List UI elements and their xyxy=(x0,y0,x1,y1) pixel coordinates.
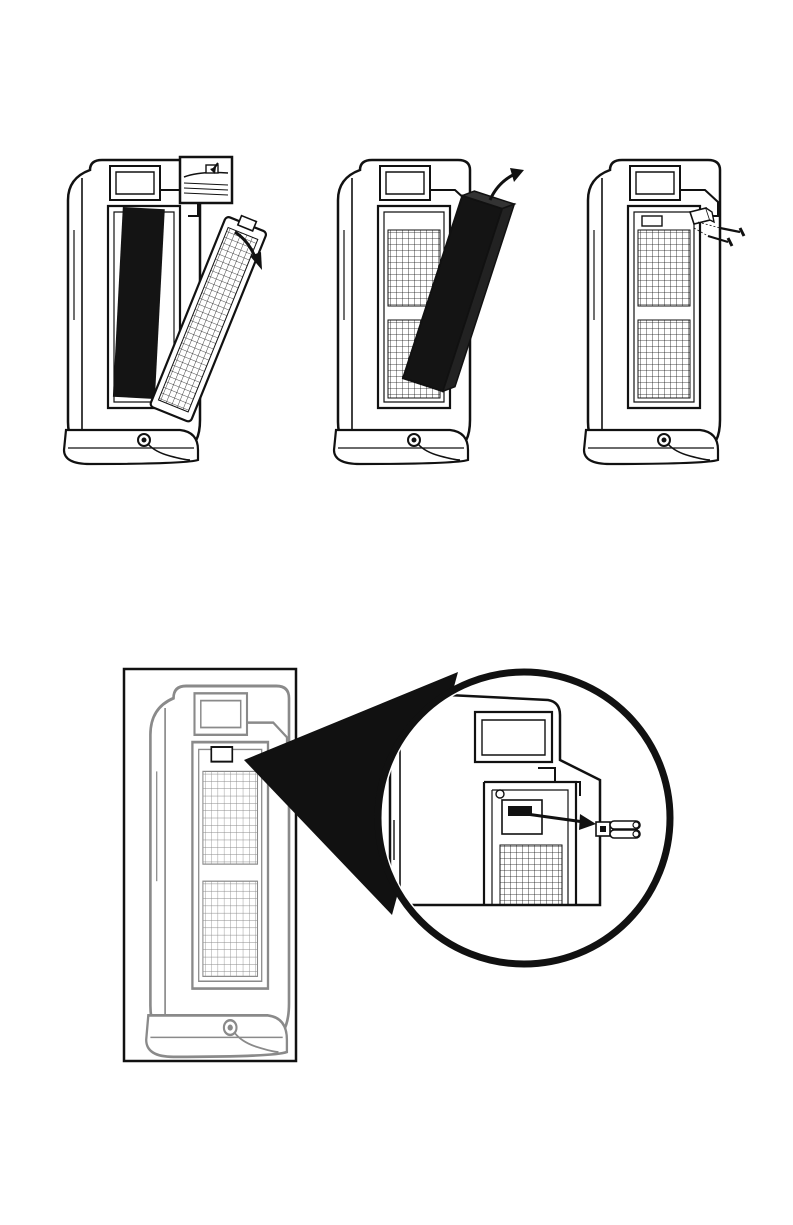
latch-inset xyxy=(180,157,232,203)
figure-step-2 xyxy=(334,160,524,464)
figure-step-3 xyxy=(584,160,744,464)
figure-detail-bulb xyxy=(124,669,670,1061)
lift-arrow xyxy=(490,174,515,200)
figure-step-1 xyxy=(64,160,269,464)
uv-bulb-icon xyxy=(596,821,640,838)
